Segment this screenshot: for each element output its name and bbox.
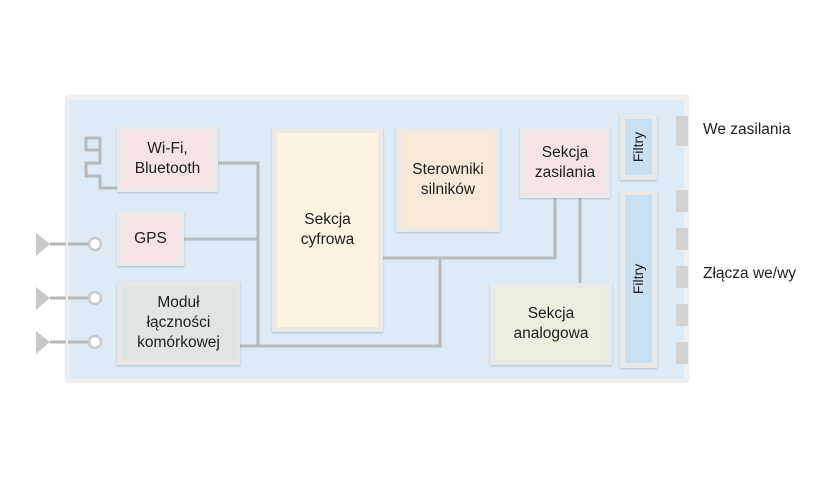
filters-top-block: Filtry (620, 114, 657, 180)
analog-section-block: Sekcja analogowa (490, 283, 612, 365)
gps-block: GPS (117, 211, 184, 266)
cellular-module-block: Moduł łączności komórkowej (117, 281, 240, 365)
wifi-bluetooth-block: Wi-Fi, Bluetooth (117, 126, 218, 192)
filters-top-label: Filtry (630, 131, 647, 163)
pin-icon (676, 228, 688, 250)
motor-drivers-block: Sterowniki silników (396, 128, 500, 232)
gps-label: GPS (134, 229, 167, 247)
power-section-label: Sekcja zasilania (534, 144, 596, 181)
motor-drivers-label: Sterowniki silników (412, 161, 484, 198)
pin-icon (676, 116, 688, 146)
power-input-label: We zasilania (703, 121, 791, 138)
filters-bottom-label: Filtry (630, 263, 647, 295)
pin-icon (676, 304, 688, 326)
wifi-bluetooth-label: Wi-Fi, Bluetooth (134, 140, 201, 177)
cellular-module-label: Moduł łączności komórkowej (137, 294, 220, 351)
pin-icon (676, 342, 688, 364)
antenna-icon (36, 331, 50, 354)
analog-section-label: Sekcja analogowa (513, 305, 589, 342)
filters-bottom-block: Filtry (620, 190, 657, 368)
power-section-block: Sekcja zasilania (520, 128, 610, 198)
pin-icon (676, 190, 688, 212)
antenna-icon (36, 233, 50, 256)
digital-section-block: Sekcja cyfrowa (272, 128, 383, 332)
io-connectors-label: Złącza we/wy (703, 265, 797, 282)
digital-section-label: Sekcja cyfrowa (300, 211, 355, 248)
antenna-icon (36, 287, 50, 310)
pin-icon (676, 266, 688, 288)
